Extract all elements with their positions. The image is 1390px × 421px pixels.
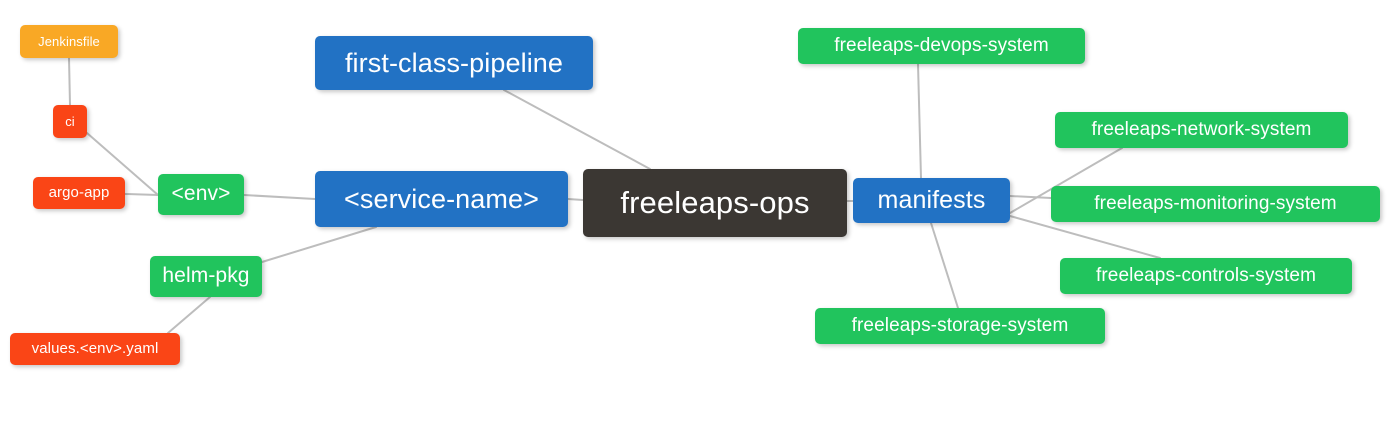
node-values-yaml[interactable]: values.<env>.yaml (10, 333, 180, 365)
node-ci[interactable]: ci (53, 105, 87, 138)
node-label-manifests: manifests (877, 186, 986, 215)
node-monitoring-system[interactable]: freeleaps-monitoring-system (1051, 186, 1380, 222)
edge-manifests-to-controls-system (1009, 215, 1161, 259)
node-first-class-pipeline[interactable]: first-class-pipeline (315, 36, 593, 90)
edge-helm-pkg-to-service-name (261, 226, 377, 263)
node-label-ci: ci (65, 113, 75, 129)
edge-first-class-pipeline-to-freeleaps-ops (503, 89, 651, 170)
node-jenkinsfile[interactable]: Jenkinsfile (20, 25, 118, 58)
node-label-values-yaml: values.<env>.yaml (31, 340, 159, 358)
edge-service-name-to-freeleaps-ops (567, 198, 584, 201)
node-label-monitoring-system: freeleaps-monitoring-system (1094, 193, 1337, 215)
node-label-jenkinsfile: Jenkinsfile (38, 33, 100, 49)
node-devops-system[interactable]: freeleaps-devops-system (798, 28, 1085, 64)
node-controls-system[interactable]: freeleaps-controls-system (1060, 258, 1352, 294)
node-env[interactable]: <env> (158, 174, 244, 215)
edge-manifests-to-devops-system (917, 63, 922, 179)
node-label-storage-system: freeleaps-storage-system (851, 315, 1069, 337)
node-label-first-class-pipeline: first-class-pipeline (344, 47, 564, 78)
node-service-name[interactable]: <service-name> (315, 171, 568, 227)
node-freeleaps-ops[interactable]: freeleaps-ops (583, 169, 847, 237)
edge-values-yaml-to-helm-pkg (167, 296, 211, 334)
node-label-network-system: freeleaps-network-system (1091, 119, 1312, 141)
node-label-env: <env> (171, 182, 231, 206)
node-label-argo-app: argo-app (48, 184, 110, 202)
node-label-freeleaps-ops: freeleaps-ops (620, 184, 810, 220)
edge-argo-app-to-env (124, 193, 159, 196)
node-argo-app[interactable]: argo-app (33, 177, 125, 209)
node-label-devops-system: freeleaps-devops-system (834, 35, 1049, 57)
edge-env-to-service-name (243, 194, 316, 200)
node-label-controls-system: freeleaps-controls-system (1095, 265, 1317, 287)
node-label-helm-pkg: helm-pkg (162, 264, 250, 288)
edge-jenkinsfile-to-ci (68, 57, 71, 106)
node-storage-system[interactable]: freeleaps-storage-system (815, 308, 1105, 344)
node-label-service-name: <service-name> (344, 183, 539, 214)
node-network-system[interactable]: freeleaps-network-system (1055, 112, 1348, 148)
edge-manifests-to-monitoring-system (1009, 195, 1052, 199)
node-helm-pkg[interactable]: helm-pkg (150, 256, 262, 297)
edge-manifests-to-storage-system (930, 222, 959, 309)
node-manifests[interactable]: manifests (853, 178, 1010, 223)
